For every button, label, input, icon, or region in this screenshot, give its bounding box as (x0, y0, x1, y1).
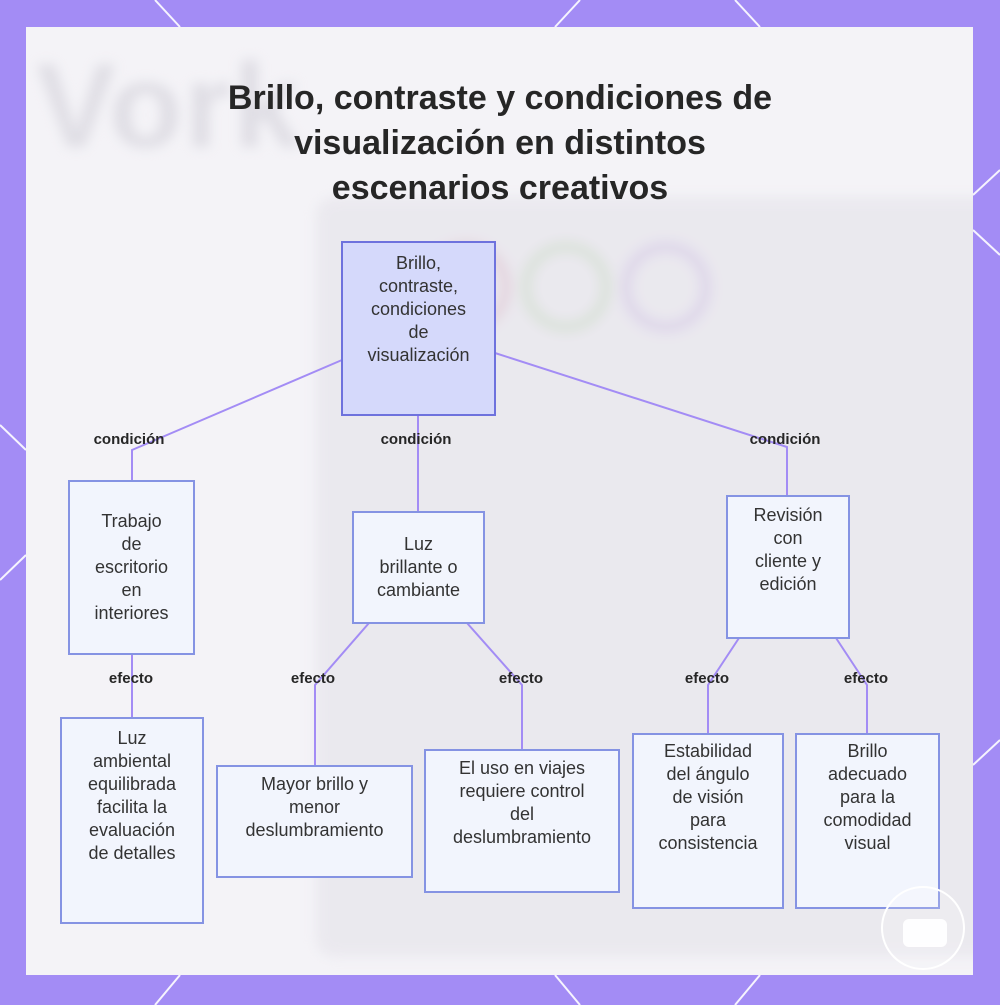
connector-client-angle (707, 637, 740, 734)
edge-label-efecto: efecto (498, 670, 544, 687)
edge-label-efecto: efecto (290, 670, 336, 687)
edge-label-efecto: efecto (684, 670, 730, 687)
node-indoor: Trabajo de escritorio en interiores (68, 480, 195, 655)
node-travel: El uso en viajes requiere control del de… (424, 749, 620, 893)
connector-client-comfort (835, 637, 868, 734)
edge-label-condicion: condición (749, 431, 821, 448)
node-angle: Estabilidad del ángulo de visión para co… (632, 733, 784, 909)
edge-label-efecto: efecto (843, 670, 889, 687)
edge-label-condicion: condición (93, 431, 165, 448)
connector-root-indoor (131, 359, 343, 481)
node-more-bright: Mayor brillo y menor deslumbramiento (216, 765, 413, 878)
chat-bubble-icon (903, 919, 947, 947)
background-watermark: Vork (36, 39, 302, 173)
node-bright: Luz brillante o cambiante (352, 511, 485, 624)
page-title: Brillo, contraste y condiciones de visua… (227, 79, 773, 207)
node-ambient: Luz ambiental equilibrada facilita la ev… (60, 717, 204, 924)
edge-label-condicion: condición (380, 431, 452, 448)
connector-bright-morebright (314, 622, 370, 766)
chat-button[interactable] (881, 886, 965, 970)
connector-bright-travel (466, 622, 523, 750)
node-comfort: Brillo adecuado para la comodidad visual (795, 733, 940, 909)
node-client: Revisión con cliente y edición (726, 495, 850, 639)
edge-label-efecto: efecto (108, 670, 154, 687)
connector-root-client (494, 352, 788, 496)
node-root: Brillo, contraste, condiciones de visual… (341, 241, 496, 416)
